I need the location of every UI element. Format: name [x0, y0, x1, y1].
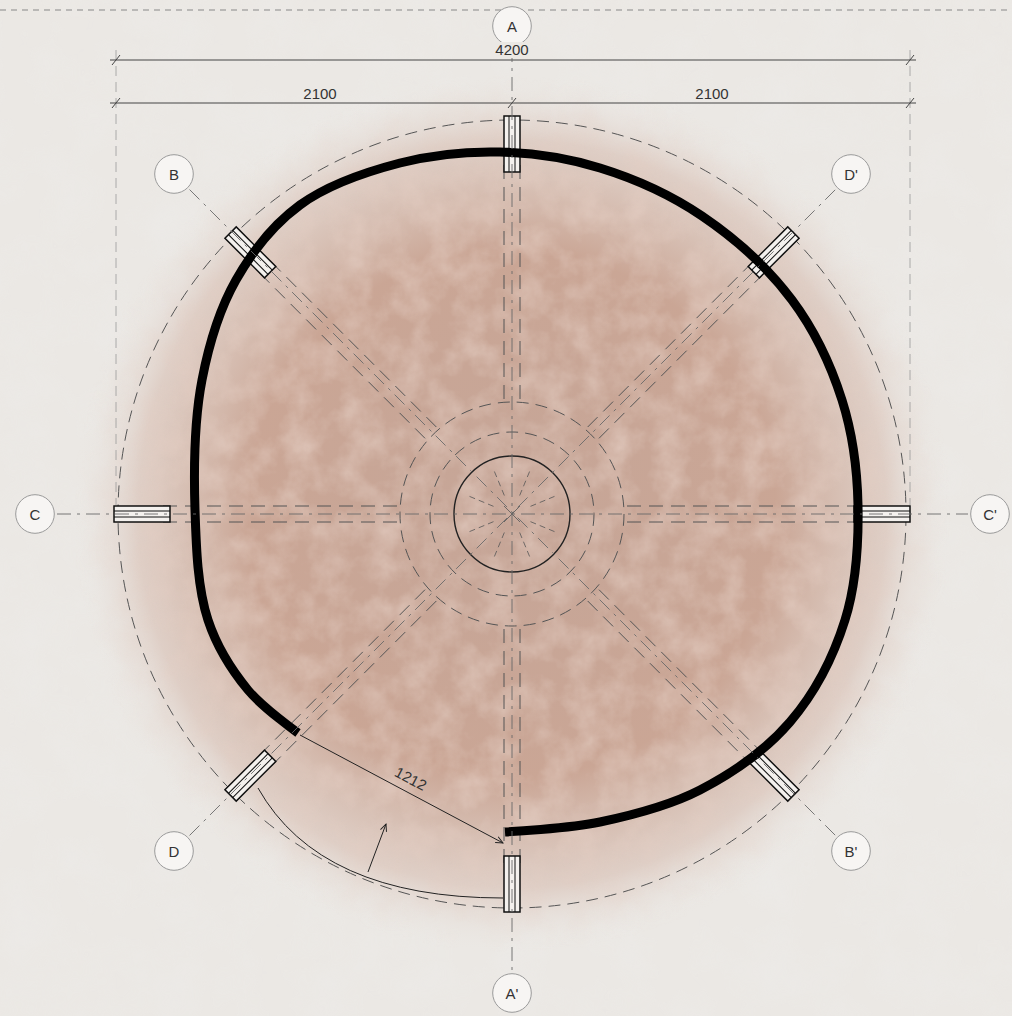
grid-label: B' [831, 831, 871, 871]
grid-label: B [154, 154, 194, 194]
grid-label: A [492, 6, 532, 46]
grid-label: C [15, 494, 55, 534]
dimension-text: 1212 [390, 763, 432, 796]
grid-line [190, 190, 836, 836]
grid-label: D' [831, 154, 871, 194]
grid-line [512, 48, 513, 971]
grid-bubble: A [492, 6, 532, 46]
grid-bubble: D [154, 831, 194, 871]
grid-line [57, 514, 968, 515]
grid-bubble: C [15, 494, 55, 534]
grid-bubble: B' [831, 831, 871, 871]
grid-label: C' [970, 494, 1010, 534]
grid-bubble: B [154, 154, 194, 194]
grid-bubble: A' [492, 973, 532, 1013]
dimension-text: 2100 [300, 86, 339, 102]
grid-label: D [154, 831, 194, 871]
dimension-text: 2100 [692, 86, 731, 102]
dimension-text: 4200 [492, 42, 531, 58]
grid-bubble: C' [970, 494, 1010, 534]
grid-label: A' [492, 973, 532, 1013]
grid-bubble: D' [831, 154, 871, 194]
grid-line [190, 190, 836, 836]
